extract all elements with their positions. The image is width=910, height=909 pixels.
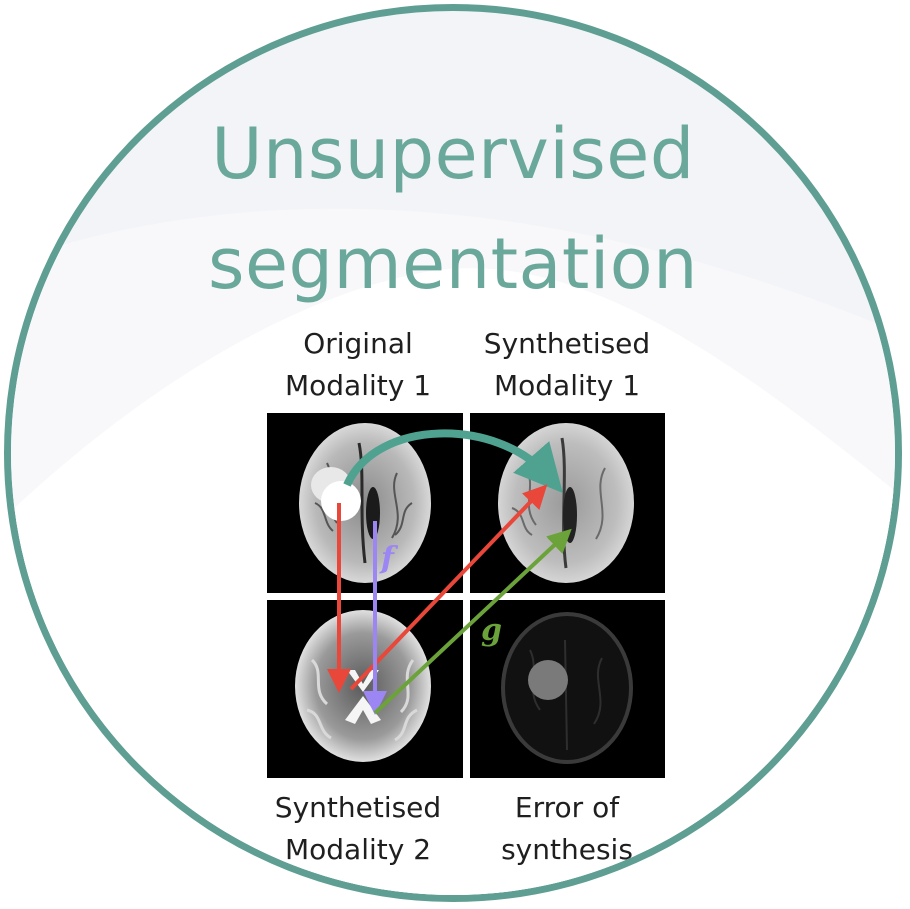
label-line: Synthetised — [274, 791, 442, 824]
title-line-2: segmentation — [207, 223, 699, 305]
label-line: Synthetised — [483, 327, 651, 360]
label-line: synthesis — [501, 833, 633, 866]
panel-synthetised-modality-1 — [470, 413, 665, 593]
label-line: Modality 1 — [493, 369, 641, 402]
image-grid: f g — [267, 413, 665, 778]
brain-scan-image — [295, 610, 431, 762]
brain-scan-image — [498, 423, 634, 583]
label-line: Error of — [514, 791, 620, 824]
label-line: Original — [303, 327, 413, 360]
panel-original-modality-1 — [267, 413, 463, 593]
panel-synthetised-modality-2 — [267, 600, 463, 778]
brain-scan-image — [299, 423, 431, 583]
badge-circle: Unsupervised segmentation Original Modal… — [4, 4, 902, 902]
label-line: Modality 2 — [284, 833, 432, 866]
title-line-1: Unsupervised — [211, 113, 695, 195]
label-original-modality-1: Original Modality 1 — [258, 323, 458, 407]
arrow-label-f: f — [381, 541, 394, 576]
label-line: Modality 1 — [284, 369, 432, 402]
label-synthetised-modality-1: Synthetised Modality 1 — [467, 323, 667, 407]
arrow-label-g: g — [481, 613, 502, 648]
label-synthetised-modality-2: Synthetised Modality 2 — [258, 787, 458, 871]
label-error-of-synthesis: Error of synthesis — [467, 787, 667, 871]
